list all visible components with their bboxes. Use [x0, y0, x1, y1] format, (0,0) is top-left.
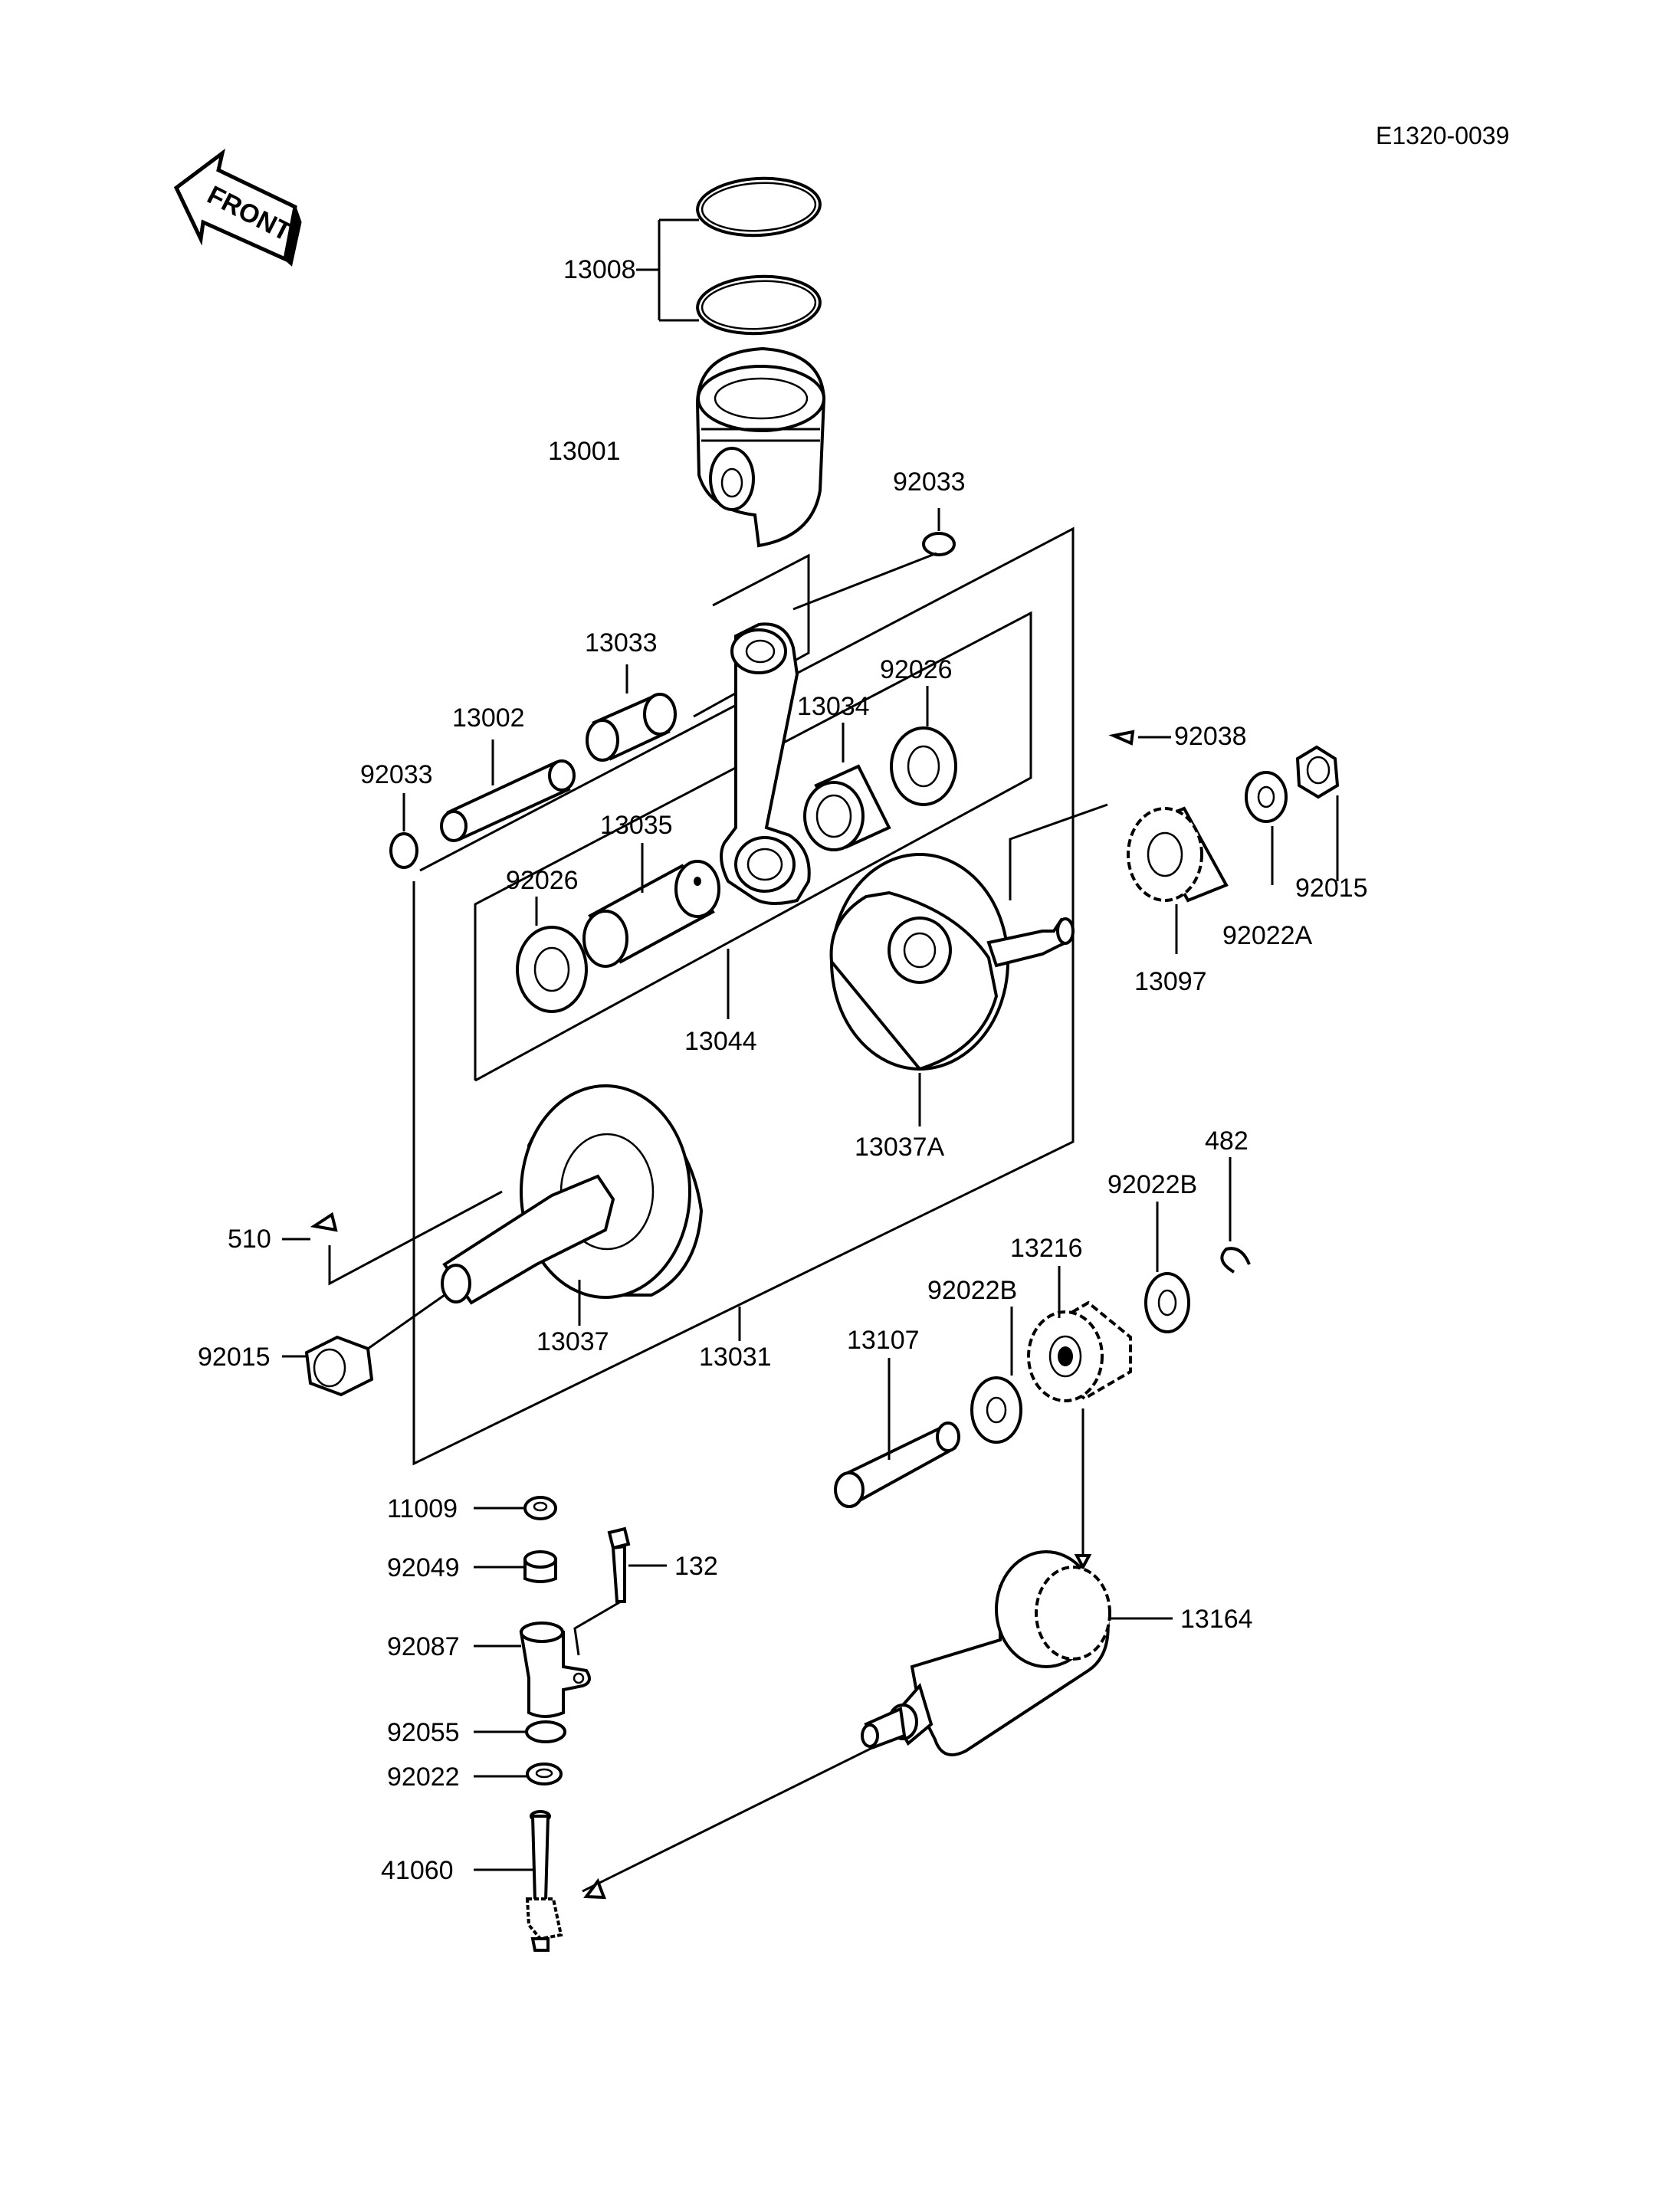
gasket-icon: [523, 1496, 557, 1520]
woodruff-key-right-icon: [1108, 730, 1135, 746]
label-13002[interactable]: 13002: [452, 703, 525, 733]
primary-gear-icon: [1127, 806, 1229, 903]
label-13033[interactable]: 13033: [585, 628, 658, 657]
thrust-washer-left-icon: [516, 926, 588, 1013]
nut-left-icon: [304, 1335, 374, 1397]
clip-right-icon: [922, 532, 956, 556]
label-92015-right[interactable]: 92015: [1295, 874, 1368, 903]
crank-half-left-icon: [441, 1084, 704, 1305]
label-132[interactable]: 132: [674, 1552, 718, 1581]
crank-half-right-icon: [829, 853, 1075, 1071]
label-92022a[interactable]: 92022A: [1222, 921, 1313, 950]
piston-icon: [695, 346, 826, 548]
piston-pin-icon: [440, 759, 576, 842]
balancer-shaft-icon: [861, 1550, 1111, 1756]
label-92087[interactable]: 92087: [387, 1632, 460, 1661]
washer-92022b-inner-icon: [970, 1376, 1022, 1444]
label-92022b-outer[interactable]: 92022B: [1107, 1170, 1197, 1199]
clip-left-icon: [389, 832, 418, 869]
label-92022[interactable]: 92022: [387, 1763, 460, 1792]
needle-bearing-small-icon: [586, 693, 677, 762]
label-92049[interactable]: 92049: [387, 1553, 460, 1582]
label-41060[interactable]: 41060: [381, 1856, 454, 1885]
front-arrow-icon: FRONT: [173, 148, 302, 267]
label-92055[interactable]: 92055: [387, 1718, 460, 1747]
label-13001[interactable]: 13001: [548, 437, 621, 466]
oil-seal-icon: [523, 1550, 557, 1583]
part-labels: 13008 13001 92033 13033 13002 92033 1303…: [198, 255, 1368, 1885]
label-13097[interactable]: 13097: [1134, 967, 1207, 996]
label-13107[interactable]: 13107: [847, 1326, 920, 1355]
label-92026-left[interactable]: 92026: [506, 866, 579, 895]
label-92026-right[interactable]: 92026: [880, 655, 953, 684]
piston-rings-icon: [696, 176, 822, 336]
idle-gear-icon: [1027, 1300, 1132, 1402]
label-510[interactable]: 510: [228, 1225, 271, 1254]
label-92033-right[interactable]: 92033: [893, 467, 966, 497]
label-13037[interactable]: 13037: [536, 1327, 609, 1356]
label-13008[interactable]: 13008: [563, 255, 636, 284]
diagram-code: E1320-0039: [1376, 122, 1509, 149]
woodruff-key-left-icon: [310, 1212, 338, 1232]
circlip-icon: [1220, 1247, 1251, 1274]
label-13044[interactable]: 13044: [684, 1027, 757, 1056]
washer-92022b-outer-icon: [1144, 1272, 1190, 1333]
connecting-rod-icon: [720, 622, 811, 905]
washer-92022-icon: [526, 1763, 563, 1785]
o-ring-icon: [525, 1720, 566, 1743]
label-13034[interactable]: 13034: [797, 692, 870, 721]
needle-bearing-big-icon: [803, 764, 891, 851]
label-11009[interactable]: 11009: [387, 1494, 458, 1523]
bolt-icon: [607, 1526, 631, 1603]
label-13037a[interactable]: 13037A: [855, 1133, 945, 1162]
bushing-icon: [519, 1622, 591, 1718]
label-13216[interactable]: 13216: [1010, 1234, 1083, 1263]
washer-92022a-icon: [1245, 771, 1288, 823]
label-13035[interactable]: 13035: [600, 811, 673, 840]
pinion-shaft-icon: [525, 1810, 563, 1952]
label-482[interactable]: 482: [1205, 1126, 1249, 1156]
crank-pin-icon: [582, 860, 720, 968]
label-92022b-inner[interactable]: 92022B: [927, 1276, 1017, 1305]
idle-shaft-icon: [834, 1421, 960, 1508]
label-13031[interactable]: 13031: [699, 1343, 772, 1372]
label-92033-left[interactable]: 92033: [360, 760, 433, 789]
label-92038[interactable]: 92038: [1174, 722, 1247, 751]
thrust-washer-right-icon: [890, 726, 957, 806]
label-92015-left[interactable]: 92015: [198, 1343, 271, 1372]
nut-right-icon: [1295, 745, 1340, 799]
label-13164[interactable]: 13164: [1180, 1605, 1253, 1634]
